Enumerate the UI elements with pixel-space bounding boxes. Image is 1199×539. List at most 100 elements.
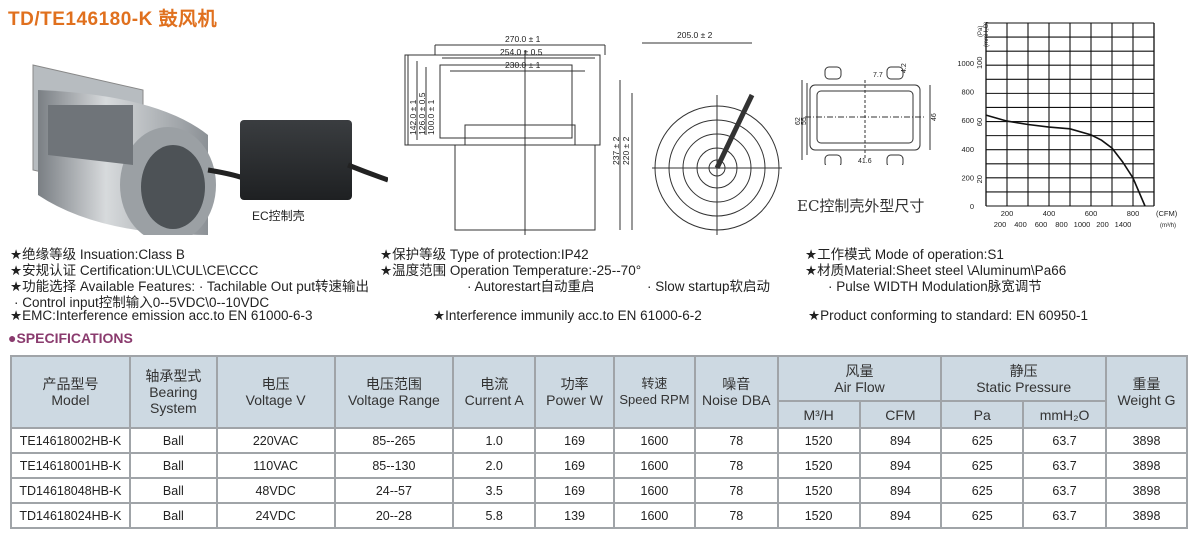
cell-pressure-pa: 625 bbox=[940, 477, 1025, 504]
cell-power: 139 bbox=[534, 502, 615, 529]
y-tick-label: 200 bbox=[961, 173, 974, 182]
y-tick-label: 600 bbox=[961, 116, 974, 125]
page-title: TD/TE146180-K 鼓风机 bbox=[8, 9, 218, 30]
y2-tick-label: 60 bbox=[975, 118, 984, 126]
x-tick-label: 200 bbox=[1001, 209, 1014, 218]
dim-230: 230.0 ± 1 bbox=[505, 60, 541, 70]
ec-drawing-caption: EC控制壳外型尺寸 bbox=[797, 197, 925, 215]
cell-bearing: Ball bbox=[128, 477, 218, 504]
cell-voltage: 110VAC bbox=[215, 452, 336, 479]
dim-142: 142.0 ± 1 bbox=[408, 99, 418, 135]
feature-control-input: · Control input控制输入0--5VDC\0--10VDC bbox=[14, 295, 270, 310]
cell-power: 169 bbox=[534, 452, 615, 479]
header-pa: Pa bbox=[940, 400, 1025, 429]
feature-temperature: ★温度范围 Operation Temperature:-25--70° bbox=[380, 263, 642, 278]
dim-7-7: 7.7 bbox=[873, 72, 883, 79]
dim-46: 46 bbox=[931, 113, 938, 121]
y2-tick-label: 100 bbox=[975, 57, 984, 70]
dim-237: 237 ± 2 bbox=[612, 136, 621, 165]
x2-tick-label: 200 bbox=[994, 220, 1007, 229]
dim-62: 62 bbox=[795, 117, 802, 125]
x2-axis-label: (m³/h) bbox=[1160, 223, 1176, 229]
cell-pressure-pa: 625 bbox=[940, 452, 1025, 479]
cell-airflow-m3h: 1520 bbox=[776, 502, 861, 529]
cell-speed: 1600 bbox=[613, 452, 696, 479]
feature-autorestart: · Autorestart自动重启 bbox=[467, 279, 595, 294]
cell-noise: 78 bbox=[693, 427, 779, 454]
dim-4-2: 4.2 bbox=[901, 63, 908, 73]
cell-voltage-range: 85--265 bbox=[333, 427, 455, 454]
cell-pressure-mmh2o: 63.7 bbox=[1022, 477, 1108, 504]
dim-41-6: 41.6 bbox=[858, 158, 872, 165]
cell-airflow-m3h: 1520 bbox=[776, 452, 861, 479]
y2-axis-label: (mmH₂O) bbox=[984, 22, 990, 47]
dim-55: 55 bbox=[801, 117, 808, 125]
feature-available: ★功能选择 Available Features: · Tachilable O… bbox=[10, 279, 369, 294]
y-tick-label: 400 bbox=[961, 145, 974, 154]
feature-insulation: ★绝缘等级 Insuation:Class B bbox=[10, 247, 185, 262]
cell-weight: 3898 bbox=[1105, 452, 1188, 479]
header-cfm: CFM bbox=[858, 400, 943, 429]
cell-current: 2.0 bbox=[452, 452, 537, 479]
cell-current: 1.0 bbox=[452, 427, 537, 454]
cell-current: 5.8 bbox=[452, 502, 537, 529]
cell-pressure-mmh2o: 63.7 bbox=[1022, 427, 1108, 454]
cell-bearing: Ball bbox=[128, 452, 218, 479]
cell-speed: 1600 bbox=[613, 477, 696, 504]
cell-power: 169 bbox=[534, 427, 615, 454]
x-axis-label: (CFM) bbox=[1156, 209, 1178, 218]
x-tick-label: 600 bbox=[1085, 209, 1098, 218]
dim-220: 220 ± 2 bbox=[621, 136, 631, 165]
dim-270: 270.0 ± 1 bbox=[505, 34, 541, 44]
cell-pressure-pa: 625 bbox=[940, 427, 1025, 454]
dim-126: 126.0 ± 0.5 bbox=[417, 92, 427, 135]
cell-noise: 78 bbox=[693, 452, 779, 479]
x2-tick-label: 800 bbox=[1055, 220, 1068, 229]
cell-voltage: 24VDC bbox=[215, 502, 336, 529]
x2-tick-label: 600 bbox=[1035, 220, 1048, 229]
feature-mode: ★工作模式 Mode of operation:S1 bbox=[805, 247, 1004, 262]
feature-slow-startup: · Slow startup软启动 bbox=[647, 279, 771, 294]
x2-tick-label: 1000 bbox=[1074, 220, 1091, 229]
dim-254: 254.0 ± 0.5 bbox=[500, 47, 543, 57]
cell-voltage-range: 24--57 bbox=[333, 477, 455, 504]
cell-model: TD14618048HB-K bbox=[10, 477, 131, 504]
cell-voltage-range: 20--28 bbox=[333, 502, 455, 529]
dim-205: 205.0 ± 2 bbox=[677, 30, 713, 40]
feature-certification: ★安规认证 Certification:UL\CUL\CE\CCC bbox=[10, 263, 259, 278]
cell-pressure-pa: 625 bbox=[940, 502, 1025, 529]
x-tick-label: 400 bbox=[1043, 209, 1056, 218]
dim-100: 100.0 ± 1 bbox=[426, 99, 436, 135]
y-tick-label: 1000 bbox=[957, 59, 974, 68]
cell-airflow-cfm: 894 bbox=[858, 452, 943, 479]
cell-bearing: Ball bbox=[128, 502, 218, 529]
feature-material: ★材质Material:Sheet steel \Aluminum\Pa66 bbox=[805, 263, 1067, 278]
feature-standard: ★Product conforming to standard: EN 6095… bbox=[808, 308, 1089, 323]
cell-airflow-cfm: 894 bbox=[858, 477, 943, 504]
cell-current: 3.5 bbox=[452, 477, 537, 504]
ec-box-drawing: 7.7 4.2 62 55 46 41.6 80 bbox=[795, 63, 938, 165]
cell-voltage-range: 85--130 bbox=[333, 452, 455, 479]
cell-voltage: 48VDC bbox=[215, 477, 336, 504]
blower-image bbox=[32, 64, 389, 243]
cell-model: TD14618024HB-K bbox=[10, 502, 131, 529]
y2-tick-label: 20 bbox=[975, 175, 984, 183]
cell-noise: 78 bbox=[693, 502, 779, 529]
y-tick-label: 0 bbox=[970, 202, 974, 211]
y-tick-label: 800 bbox=[961, 88, 974, 97]
y-axis-label: (Pa) bbox=[978, 26, 984, 37]
